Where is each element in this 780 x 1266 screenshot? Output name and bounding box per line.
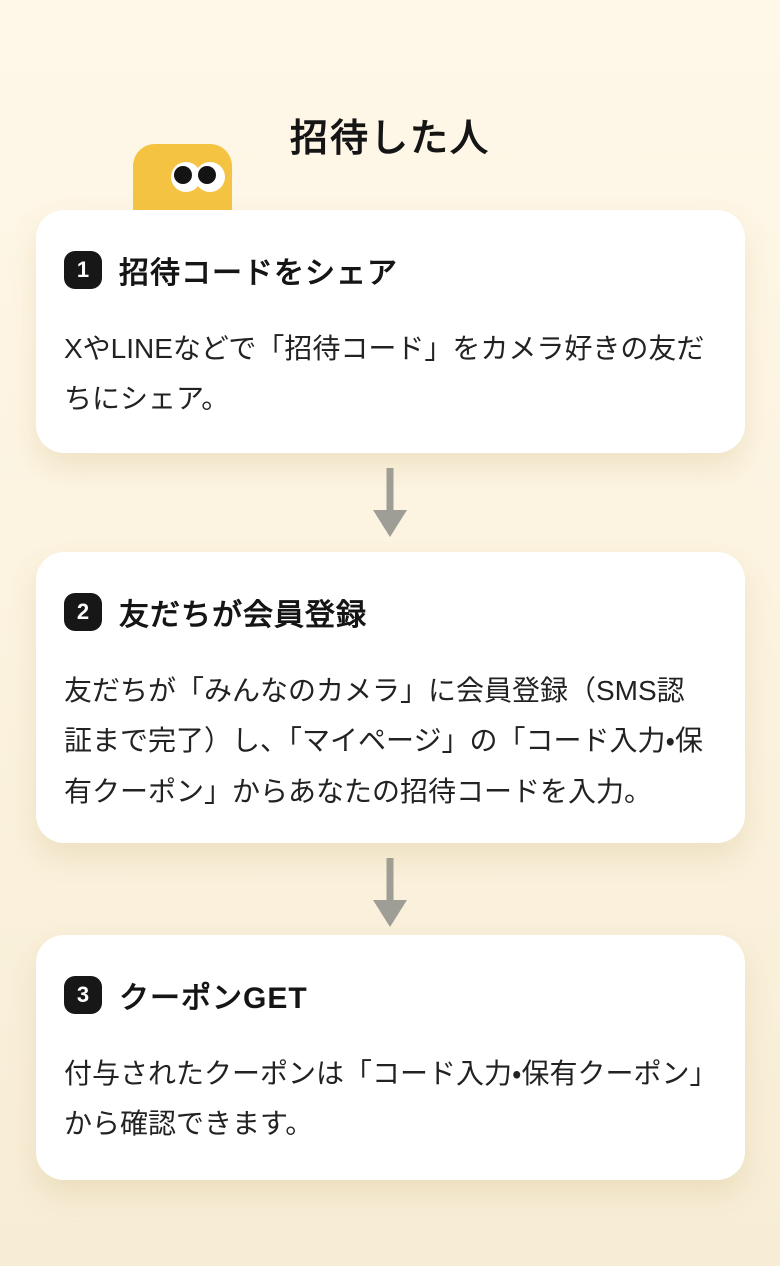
step-card-3: 3 クーポンGET 付与されたクーポンは「コード入力・保有クーポン」から確認でき…: [36, 935, 745, 1180]
down-arrow-icon: [373, 468, 407, 537]
step-number-badge: 2: [64, 593, 102, 631]
step-header: 1 招待コードをシェア: [64, 248, 715, 292]
down-arrow-icon: [373, 858, 407, 927]
step-title: クーポンGET: [119, 982, 308, 1015]
step-number-badge: 3: [64, 976, 102, 1014]
step-header: 3 クーポンGET: [64, 973, 715, 1017]
step-number: 3: [76, 982, 90, 1007]
step-title: 招待コードをシェア: [119, 257, 398, 290]
step-card-1: 1 招待コードをシェア XやLINEなどで「招待コード」をカメラ好きの友だちにシ…: [36, 210, 745, 453]
step-description: 友だちが「みんなのカメラ」に会員登録（SMS認証まで完了）し、「マイページ」の「…: [64, 675, 703, 807]
step-description: XやLINEなどで「招待コード」をカメラ好きの友だちにシェア。: [64, 333, 705, 415]
step-title: 友だちが会員登録: [119, 599, 367, 632]
step-header: 2 友だちが会員登録: [64, 590, 715, 634]
step-number: 1: [76, 257, 90, 282]
mascot-right-eye-icon: [195, 162, 225, 192]
step-number-badge: 1: [64, 251, 102, 289]
page-title: 招待した人: [289, 118, 490, 161]
step-card-2: 2 友だちが会員登録 友だちが「みんなのカメラ」に会員登録（SMS認証まで完了）…: [36, 552, 745, 843]
step-description: 付与されたクーポンは「コード入力・保有クーポン」から確認できます。: [64, 1058, 704, 1140]
mascot-icon: [133, 144, 232, 218]
step-number: 2: [76, 599, 90, 624]
